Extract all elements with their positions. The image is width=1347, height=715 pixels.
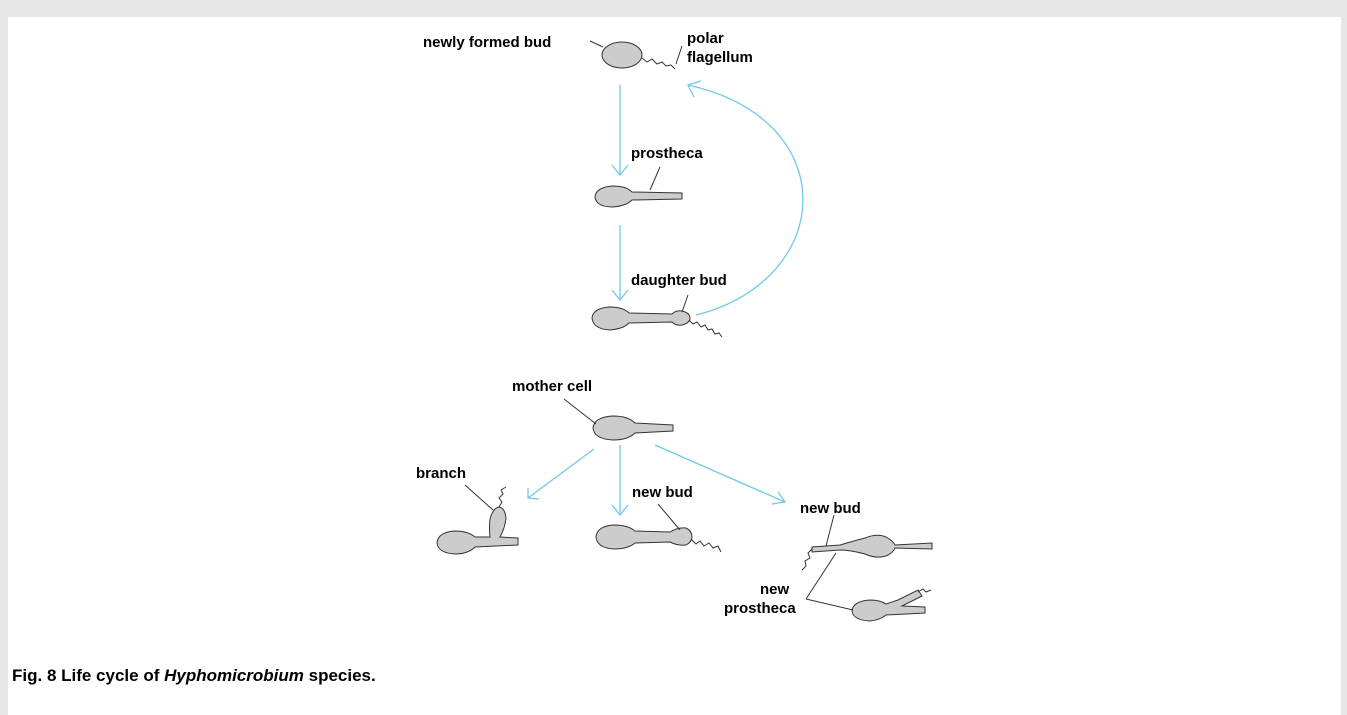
mother-cell [593, 416, 673, 440]
caption-genus: Hyphomicrobium [164, 666, 304, 685]
caption-suffix: species. [304, 666, 376, 685]
new-bud-right-leader [826, 515, 834, 546]
arrow-mother-to-branch [528, 449, 594, 499]
label-prostheca: prostheca [631, 145, 703, 162]
arrow-mother-to-new-bud [612, 445, 628, 515]
label-daughter-bud: daughter bud [631, 272, 727, 289]
newly-formed-bud-leader [590, 41, 603, 47]
label-flagellum: flagellum [687, 49, 753, 66]
mother-cell-leader [564, 399, 596, 424]
prostheca-leader [650, 167, 660, 190]
label-new-prostheca: prostheca [724, 600, 796, 617]
label-newly-formed-bud: newly formed bud [423, 34, 551, 51]
branch-cell [437, 487, 518, 554]
label-mother-cell: mother cell [512, 378, 592, 395]
daughter-bud-cell [592, 307, 722, 337]
figure-caption: Fig. 8 Life cycle of Hyphomicrobium spec… [12, 666, 376, 686]
label-polar: polar [687, 30, 724, 47]
branch-leader [465, 485, 493, 510]
label-new: new [760, 581, 790, 598]
newly-formed-bud-cell [602, 42, 675, 69]
daughter-bud-leader [682, 295, 688, 312]
new-bud-center-leader [658, 504, 680, 530]
polar-flagellum-leader [676, 46, 682, 64]
arrow-prostheca-to-daughter [612, 225, 628, 300]
new-prostheca-leader [806, 553, 853, 610]
new-bud-center-cell [596, 525, 721, 552]
new-prostheca-cell [852, 589, 931, 621]
arrow-bud-to-prostheca [612, 85, 628, 175]
label-branch: branch [416, 465, 466, 482]
label-new-bud-center: new bud [632, 484, 693, 501]
label-new-bud-right: new bud [800, 500, 861, 517]
prostheca-cell [595, 186, 682, 207]
caption-prefix: Fig. 8 Life cycle of [12, 666, 164, 685]
new-bud-right-cell [802, 535, 932, 570]
